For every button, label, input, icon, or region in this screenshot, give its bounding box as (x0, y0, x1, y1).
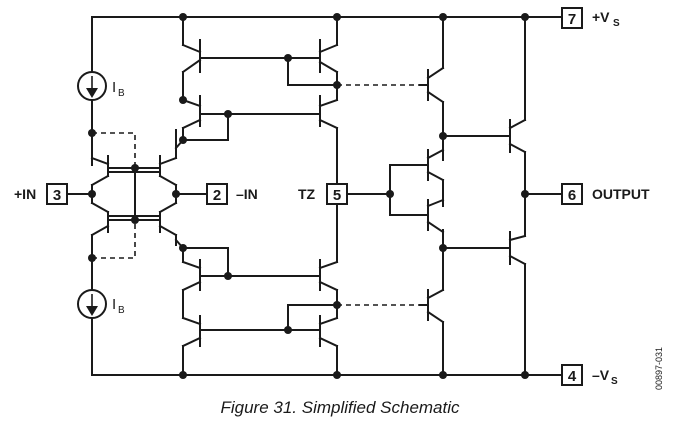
svg-text:TZ: TZ (298, 186, 316, 202)
pin-3-input-plus: 3 +IN (14, 183, 68, 205)
svg-text:S: S (611, 376, 618, 387)
svg-text:I: I (112, 79, 116, 96)
pin-4-vminus: 4 –V S (561, 364, 618, 387)
current-source-top (77, 16, 107, 149)
svg-text:B: B (118, 88, 125, 99)
svg-text:+V: +V (592, 9, 610, 25)
upper-current-mirror (174, 13, 420, 181)
svg-text:–IN: –IN (236, 186, 258, 202)
pin-6-output: 6 OUTPUT (561, 183, 650, 205)
figure-code: 00897-031 (654, 347, 664, 390)
svg-text:OUTPUT: OUTPUT (592, 186, 650, 202)
svg-text:B: B (118, 305, 125, 316)
svg-text:3: 3 (53, 187, 61, 204)
pin-5-tz: 5 TZ (298, 183, 348, 205)
svg-text:I: I (112, 296, 116, 313)
svg-text:+IN: +IN (14, 186, 36, 202)
current-source-label-bottom: I B (112, 296, 125, 316)
current-source-bottom (77, 234, 107, 376)
svg-text:S: S (613, 18, 620, 29)
svg-text:5: 5 (333, 187, 341, 204)
pin-7-vplus: 7 +V S (561, 7, 620, 29)
current-source-label-top: I B (112, 79, 125, 99)
svg-text:6: 6 (568, 187, 576, 204)
figure-caption: Figure 31. Simplified Schematic (220, 398, 460, 417)
svg-text:7: 7 (568, 11, 576, 28)
output-buffer-stage (386, 13, 563, 379)
lower-current-mirror (174, 209, 420, 379)
svg-text:–V: –V (592, 367, 610, 383)
svg-text:2: 2 (213, 187, 221, 204)
input-transistor-quad (88, 129, 180, 262)
pin-2-input-minus: 2 –IN (206, 183, 258, 205)
svg-text:4: 4 (568, 368, 577, 385)
